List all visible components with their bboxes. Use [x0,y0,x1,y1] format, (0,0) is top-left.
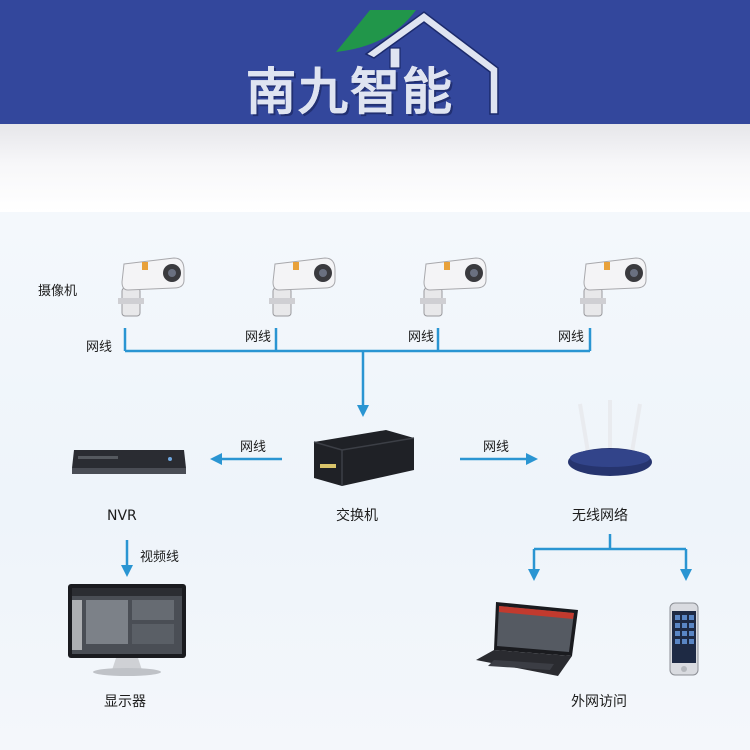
laptop-icon [476,602,578,676]
phone-icon [669,602,699,676]
brand-name: 南九智能 [246,63,454,121]
nvr-icon [72,450,186,474]
leaf-icon [336,10,416,52]
camera-icon [118,257,185,317]
banner-fade [0,124,750,212]
switch-label: 交换机 [336,508,378,524]
house-roof-icon [336,10,499,115]
brand-logo: 南九智能 [240,6,510,120]
wireless-label: 无线网络 [572,508,628,524]
camera-icon [420,257,487,317]
cable-label: 网线 [245,330,272,345]
video-cable-label: 视频线 [140,550,180,565]
switch-nvr-cable-label: 网线 [240,440,267,455]
cable-label: 网线 [86,340,113,355]
arrow-right-icon [526,453,538,465]
cable-label: 网线 [558,330,585,345]
arrow-left-icon [210,453,222,465]
arrow-down-icon [680,569,692,581]
camera-icon [580,257,647,317]
switch-icon [313,430,415,486]
arrow-down-icon [528,569,540,581]
monitor-label: 显示器 [104,694,146,710]
camera-label: 摄像机 [38,284,78,299]
switch-router-cable-label: 网线 [483,440,510,455]
cable-label: 网线 [408,330,435,345]
arrow-down-icon [357,405,369,417]
remote-access-label: 外网访问 [571,694,627,710]
header-banner: 南九智能 [0,0,750,124]
monitor-icon [68,584,186,676]
router-icon [568,400,652,476]
arrow-down-icon [121,565,133,577]
nvr-label: NVR [107,508,137,524]
camera-icon [269,257,336,317]
